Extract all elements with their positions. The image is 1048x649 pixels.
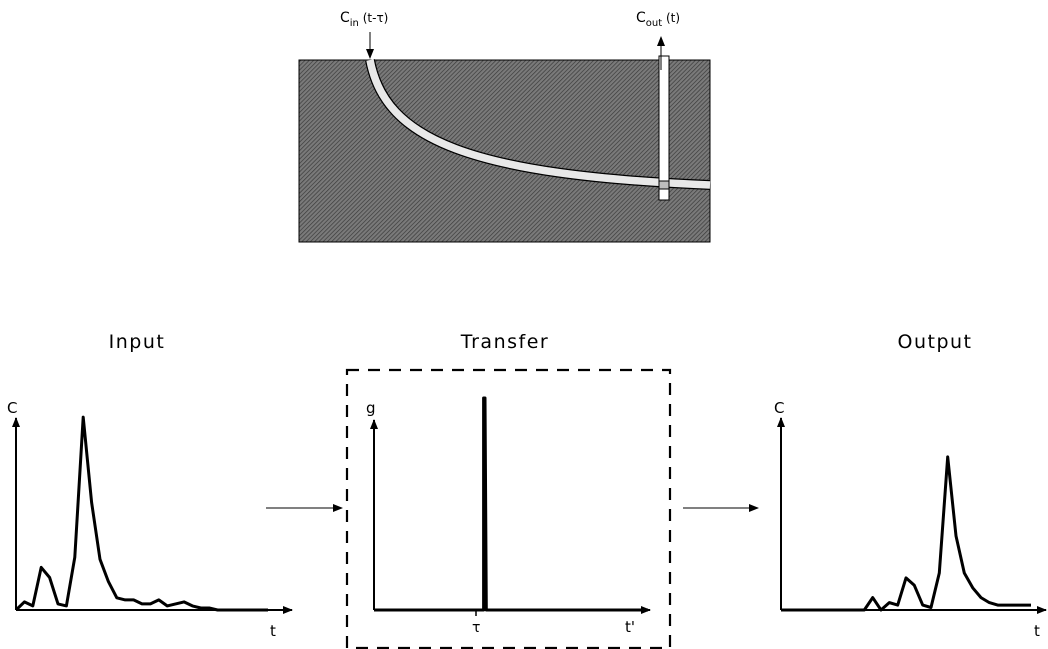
input-panel: C t: [7, 399, 293, 640]
tau-label: τ: [472, 620, 480, 636]
transfer-x-label: t': [625, 618, 635, 636]
transfer-line: [374, 396, 648, 612]
well: [658, 55, 670, 201]
transfer-y-label: g: [366, 399, 376, 417]
output-y-label: C: [774, 399, 784, 417]
output-x-label: t: [1034, 622, 1040, 640]
c-in-label: Cin (t-τ): [340, 10, 388, 29]
aquifer-diagram: Cin (t-τ) Cout (t): [298, 10, 711, 243]
input-line: [14, 415, 268, 612]
transfer-panel: g t' τ: [345, 368, 672, 649]
flow-path: [366, 59, 711, 189]
transfer-box: [345, 368, 672, 649]
input-y-label: C: [7, 399, 17, 417]
aquifer-block: [298, 59, 711, 243]
transfer-title: Transfer: [460, 331, 549, 353]
input-series: [14, 415, 268, 612]
output-line: [781, 455, 1031, 612]
input-x-label: t: [270, 622, 276, 640]
transfer-series: [374, 396, 648, 612]
output-series: [781, 455, 1031, 612]
c-out-label: Cout (t): [636, 10, 680, 29]
input-title: Input: [109, 331, 166, 353]
output-panel: C t: [774, 399, 1047, 640]
output-title: Output: [898, 331, 973, 353]
